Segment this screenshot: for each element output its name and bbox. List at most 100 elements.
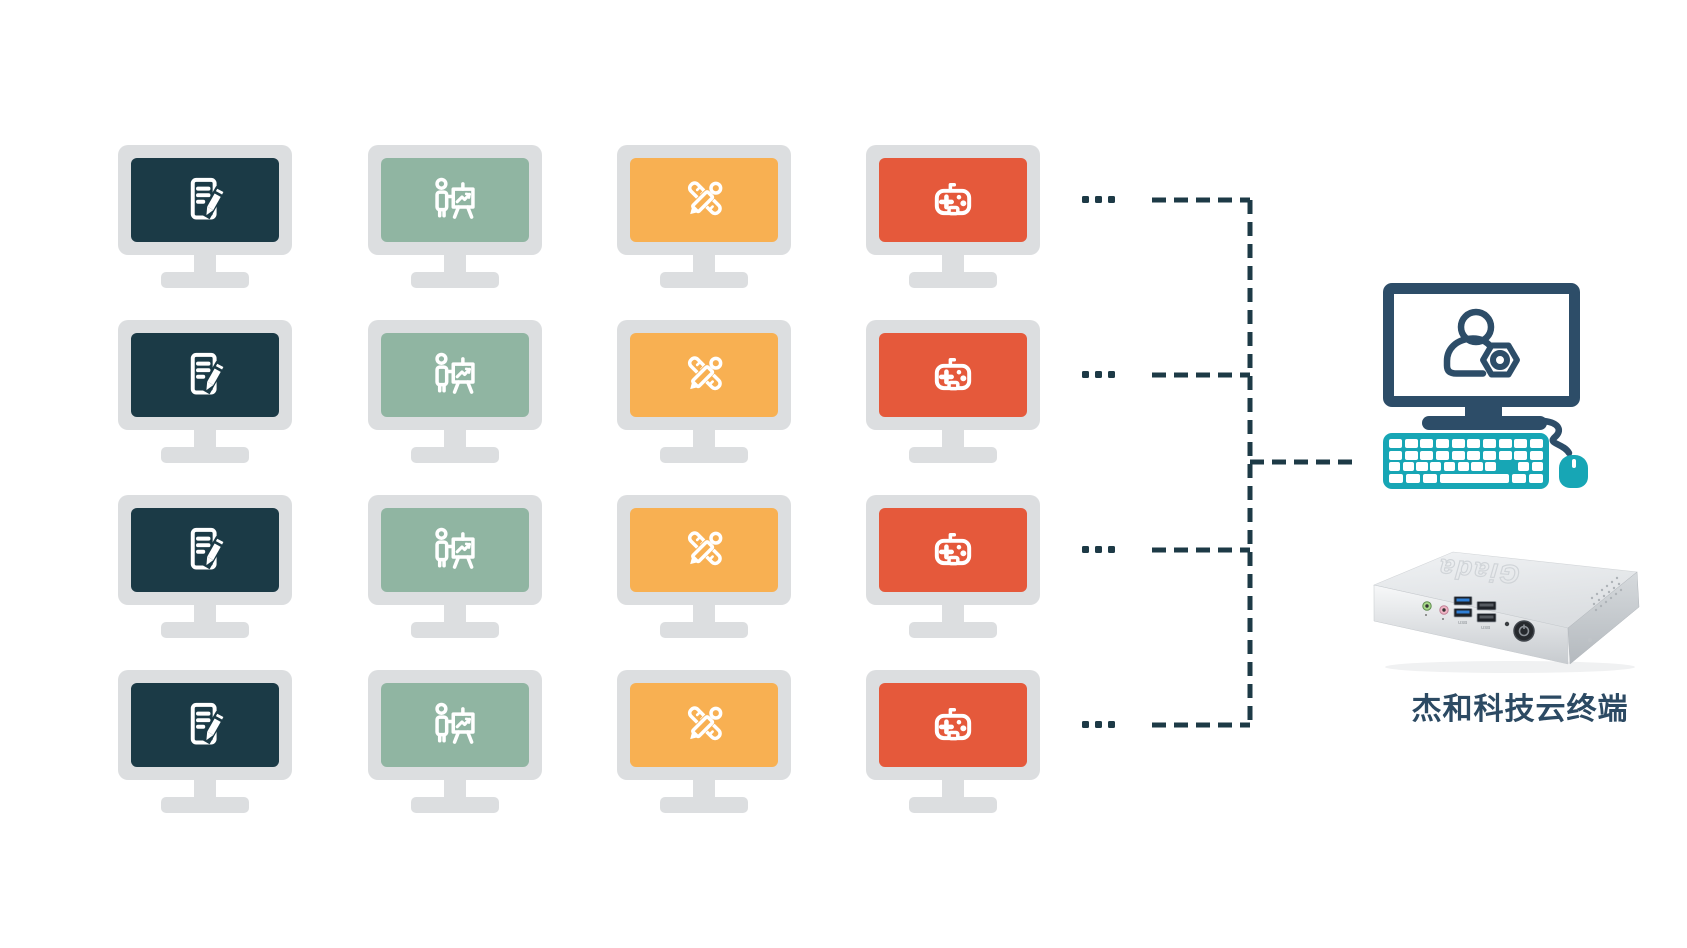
monitor-stand-base	[161, 622, 249, 638]
gamepad-icon	[923, 172, 983, 228]
key	[1467, 439, 1481, 449]
client-monitor-design-row2	[617, 320, 791, 463]
dot	[1108, 546, 1115, 553]
dot	[1082, 721, 1089, 728]
monitor-stand-neck	[194, 780, 216, 800]
presentation-chart-icon	[425, 347, 485, 403]
keyboard-row4	[1389, 473, 1543, 483]
mouse-wheel	[1571, 459, 1576, 468]
usb-label: USB	[1458, 620, 1467, 625]
monitor-screen	[879, 683, 1027, 767]
monitor-stand-base	[411, 622, 499, 638]
monitor-stand-base	[161, 447, 249, 463]
monitor-stand-base	[161, 272, 249, 288]
monitor-stand-base	[909, 622, 997, 638]
keyboard-row2	[1389, 450, 1544, 460]
key	[1404, 439, 1418, 449]
client-monitor-design-row1	[617, 145, 791, 288]
ruler-pencil-icon	[674, 522, 734, 578]
key	[1416, 462, 1428, 472]
monitor-screen	[879, 158, 1027, 242]
client-monitor-design-row4	[617, 670, 791, 813]
key	[1422, 473, 1438, 483]
ellipsis-row2	[1082, 371, 1115, 378]
monitor-stand-base	[660, 272, 748, 288]
monitor-stand-base	[161, 797, 249, 813]
client-monitor-presentation-row2	[368, 320, 542, 463]
monitor-stand-neck	[194, 255, 216, 275]
monitor-stand-base	[909, 797, 997, 813]
client-monitor-presentation-row3	[368, 495, 542, 638]
monitor-screen	[630, 333, 778, 417]
ruler-pencil-icon	[674, 172, 734, 228]
key	[1389, 462, 1401, 472]
monitor-screen	[381, 508, 529, 592]
key	[1451, 439, 1465, 449]
monitor-screen	[381, 333, 529, 417]
key	[1471, 462, 1483, 472]
client-monitor-gaming-row2	[866, 320, 1040, 463]
usb3-ports	[1453, 596, 1473, 618]
key-gap	[1499, 462, 1516, 471]
key	[1430, 462, 1442, 472]
key	[1405, 473, 1421, 483]
key	[1514, 450, 1528, 460]
dot	[1108, 371, 1115, 378]
cloud-terminal-box: Giada USB USB	[1373, 551, 1640, 673]
dot	[1108, 721, 1115, 728]
monitor-screen	[630, 158, 778, 242]
document-edit-icon	[175, 172, 235, 228]
keyboard-row1	[1389, 439, 1544, 449]
monitor-stand-base	[411, 447, 499, 463]
usb2-ports	[1476, 601, 1497, 623]
ruler-pencil-icon	[674, 697, 734, 753]
device-shadow	[1385, 661, 1635, 673]
document-edit-icon	[175, 522, 235, 578]
host-monitor	[1383, 283, 1580, 407]
monitor-stand-base	[660, 622, 748, 638]
front-panel: USB USB	[1422, 596, 1535, 642]
host-monitor-base	[1422, 416, 1547, 430]
client-monitor-gaming-row4	[866, 670, 1040, 813]
monitor-stand-base	[909, 272, 997, 288]
dot	[1082, 371, 1089, 378]
key	[1389, 450, 1403, 460]
device-caption: 杰和科技云终端	[1411, 693, 1629, 726]
key	[1451, 450, 1465, 460]
keyboard	[1383, 433, 1549, 489]
monitor-stand-neck	[444, 255, 466, 275]
gamepad-icon	[923, 347, 983, 403]
monitor-stand-neck	[693, 430, 715, 450]
monitor-stand-base	[660, 797, 748, 813]
key	[1528, 473, 1543, 483]
usb-label: USB	[1481, 625, 1490, 630]
key	[1485, 462, 1497, 472]
monitor-stand-neck	[444, 780, 466, 800]
key	[1389, 473, 1404, 483]
dot	[1095, 546, 1102, 553]
monitor-screen	[131, 333, 279, 417]
monitor-stand-neck	[942, 780, 964, 800]
monitor-screen	[630, 683, 778, 767]
monitor-screen	[131, 158, 279, 242]
document-edit-icon	[175, 697, 235, 753]
monitor-stand-base	[411, 797, 499, 813]
key	[1511, 473, 1527, 483]
reset-hole	[1504, 621, 1510, 627]
power-button	[1513, 620, 1535, 642]
monitor-stand-base	[909, 447, 997, 463]
client-monitor-design-row3	[617, 495, 791, 638]
presentation-chart-icon	[425, 172, 485, 228]
key	[1529, 450, 1544, 460]
gamepad-icon	[923, 522, 983, 578]
vent-holes	[1588, 576, 1623, 642]
key	[1529, 439, 1544, 449]
dot	[1095, 371, 1102, 378]
monitor-stand-neck	[194, 430, 216, 450]
monitor-stand-neck	[693, 255, 715, 275]
keyboard-row3	[1389, 462, 1544, 472]
monitor-stand-neck	[194, 605, 216, 625]
client-monitor-documents-row3	[118, 495, 292, 638]
key	[1498, 450, 1512, 460]
